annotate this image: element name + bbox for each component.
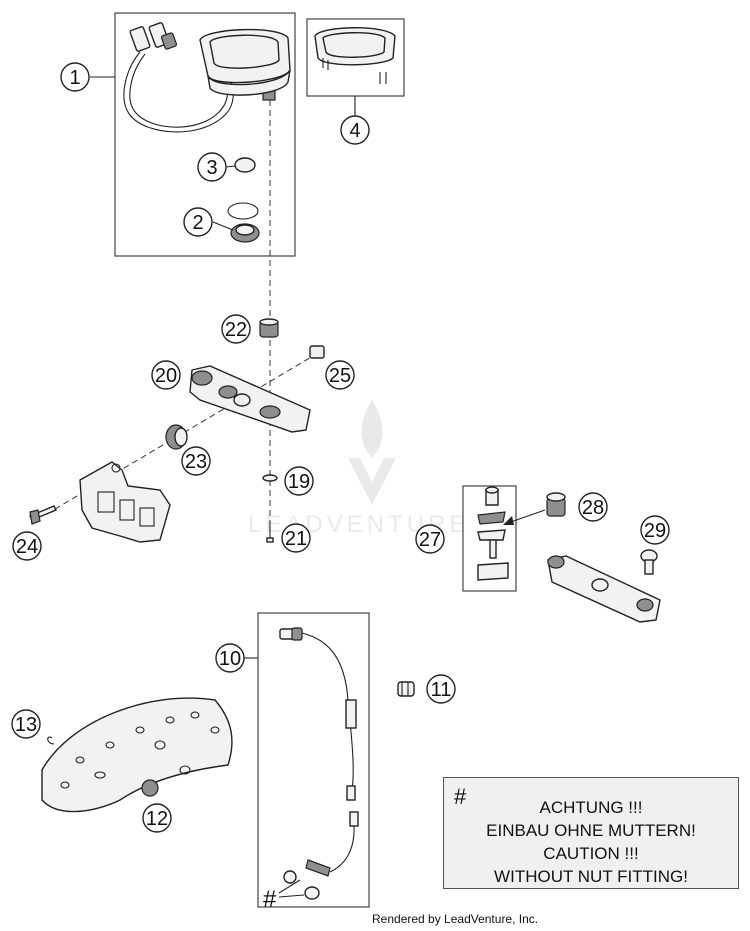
rubber-part-28 [546, 492, 566, 517]
washer-19 [262, 474, 278, 482]
speedometer-cover [314, 27, 396, 84]
callout-21: 21 [281, 523, 311, 553]
callout-27-label: 27 [419, 529, 441, 551]
seal-clip-part [227, 202, 260, 243]
callout-10: 10 [215, 643, 245, 673]
callout-23: 23 [181, 446, 211, 476]
callout-29-label: 29 [644, 520, 666, 542]
callout-25-label: 25 [329, 365, 351, 387]
leader-2 [212, 221, 234, 231]
detail-box-27 [462, 485, 517, 592]
callout-3-label: 3 [206, 157, 217, 179]
brake-disc [41, 697, 233, 813]
rubber-bushing-22 [259, 318, 279, 338]
circlip-13 [47, 736, 55, 745]
callout-13: 13 [11, 709, 41, 739]
caution-line-3: CAUTION !!! [543, 844, 639, 863]
leader-3 [225, 165, 236, 168]
callout-19-label: 19 [288, 471, 310, 493]
callout-1: 1 [60, 62, 90, 92]
callout-19: 19 [284, 466, 314, 496]
callout-4: 4 [340, 115, 370, 145]
callout-11-label: 11 [431, 679, 452, 701]
speed-sensor-box [257, 612, 370, 908]
caution-hash-marker: # [454, 784, 467, 809]
sensor-nuts [278, 870, 320, 900]
callout-1-label: 1 [69, 67, 80, 89]
caution-line-2: EINBAU OHNE MUTTERN! [486, 821, 696, 840]
caution-note: # ACHTUNG !!! EINBAU OHNE MUTTERN! CAUTI… [443, 777, 739, 889]
speed-sensor-cable [279, 627, 359, 877]
callout-11: 11 [426, 674, 456, 704]
hash-marker: # [263, 886, 277, 913]
speedometer-unit [199, 28, 291, 101]
screw-21 [266, 522, 274, 543]
headlight-mask-plate [79, 461, 171, 543]
speedometer-connector [123, 22, 234, 133]
speedometer-bracket [189, 365, 311, 433]
callout-20: 20 [151, 360, 181, 390]
cap-part [234, 157, 256, 173]
footer-credit: Rendered by LeadVenture, Inc. [372, 912, 539, 926]
callout-4-label: 4 [349, 120, 360, 142]
caution-line-4: WITHOUT NUT FITTING! [494, 867, 688, 886]
callout-10-label: 10 [219, 648, 241, 670]
callout-2: 2 [183, 207, 213, 237]
callout-28: 28 [578, 492, 608, 522]
callout-20-label: 20 [155, 365, 177, 387]
bolt-25 [309, 345, 325, 359]
caution-text: ACHTUNG !!! EINBAU OHNE MUTTERN! CAUTION… [444, 796, 738, 888]
callout-27: 27 [415, 524, 445, 554]
rubber-bushing-23 [165, 424, 188, 450]
cable-clip-11 [397, 681, 415, 697]
caution-line-1: ACHTUNG !!! [539, 798, 643, 817]
bolt-24 [29, 505, 57, 525]
callout-3: 3 [197, 152, 227, 182]
callout-29: 29 [640, 515, 670, 545]
callout-12-label: 12 [146, 808, 168, 830]
nut-12 [141, 779, 159, 797]
callout-22-label: 22 [225, 319, 247, 341]
callout-23-label: 23 [185, 451, 207, 473]
callout-24-label: 24 [16, 536, 38, 558]
callout-12: 12 [142, 803, 172, 833]
detail-27-parts [477, 486, 509, 581]
callout-2-label: 2 [192, 212, 203, 234]
callout-21-label: 21 [285, 528, 307, 550]
speedometer-assembly-box [114, 12, 296, 257]
callout-25: 25 [325, 360, 355, 390]
callout-13-label: 13 [15, 714, 37, 736]
callout-28-label: 28 [582, 497, 604, 519]
detail-arrowhead [503, 516, 514, 525]
alternative-bracket [547, 549, 661, 623]
callout-24: 24 [12, 531, 42, 561]
callout-22: 22 [221, 314, 251, 344]
